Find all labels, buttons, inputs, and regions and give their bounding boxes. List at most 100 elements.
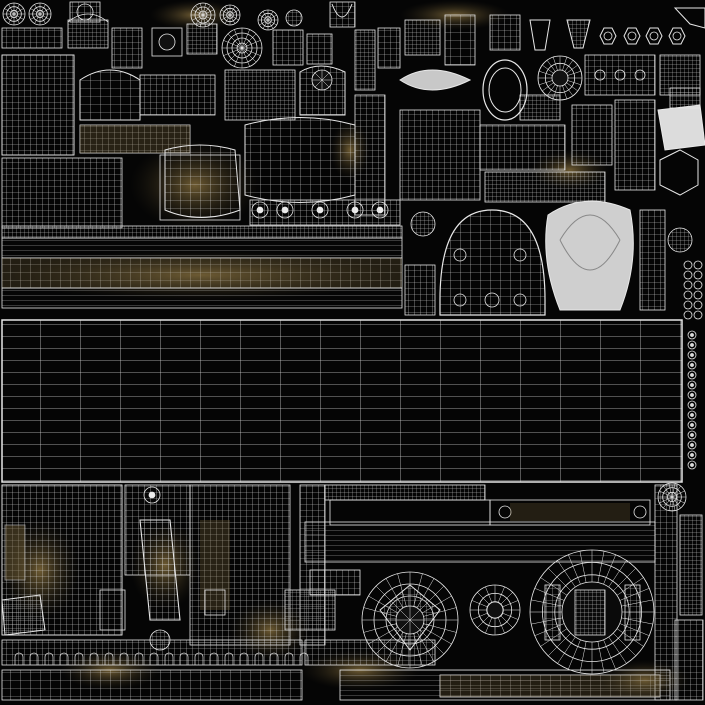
uv-island-78 xyxy=(683,300,693,310)
uv-island-11 xyxy=(272,29,304,66)
uv-spoke xyxy=(241,47,257,63)
uv-seam xyxy=(559,239,621,271)
uv-island-93 xyxy=(687,380,697,390)
uv-island-75 xyxy=(693,280,703,290)
uv-spoke xyxy=(234,29,243,49)
uv-island-13 xyxy=(329,1,356,28)
uv-panel-border xyxy=(1,319,683,483)
uv-island-22 xyxy=(649,31,659,41)
uv-island xyxy=(545,200,634,311)
uv-island xyxy=(399,69,472,91)
uv-seam xyxy=(559,214,621,241)
uv-island-118 xyxy=(99,589,126,631)
uv-island-123 xyxy=(324,484,486,501)
uv-spoke xyxy=(668,496,673,511)
uv-spoke xyxy=(399,609,411,621)
uv-island-127 xyxy=(498,505,512,519)
uv-island-83 xyxy=(687,330,697,340)
uv-island-10 xyxy=(186,23,218,55)
uv-island-66 xyxy=(484,292,500,308)
uv-island-47 xyxy=(594,69,606,81)
uv-spoke xyxy=(227,47,243,63)
uv-island-140 xyxy=(439,674,661,698)
uv-tooth xyxy=(224,652,234,665)
uv-spoke xyxy=(267,19,277,26)
uv-island-117 xyxy=(204,589,226,616)
uv-spoke xyxy=(267,11,274,21)
uv-spoke xyxy=(262,19,269,29)
uv-island xyxy=(657,104,705,151)
uv-spoke xyxy=(13,8,24,15)
uv-spoke xyxy=(671,496,685,504)
uv-island-137 xyxy=(674,619,704,701)
uv-island-120 xyxy=(1,639,303,666)
uv-island-98 xyxy=(690,403,694,407)
uv-island-87 xyxy=(687,350,697,360)
uv-island-58 xyxy=(1,237,403,259)
uv-spoke xyxy=(314,79,323,88)
uv-tooth xyxy=(104,652,114,665)
uv-island-31 xyxy=(399,109,481,201)
uv-island-105 xyxy=(687,440,697,450)
uv-island-101 xyxy=(687,420,697,430)
uv-island-6 xyxy=(111,27,143,69)
uv-spoke xyxy=(192,9,204,16)
uv-tooth xyxy=(134,652,144,665)
uv-tooth xyxy=(119,652,129,665)
uv-island-32 xyxy=(1,157,123,229)
uv-island-57 xyxy=(1,225,403,239)
uv-tooth xyxy=(239,652,249,665)
uv-island-116 xyxy=(189,484,291,646)
uv-spoke xyxy=(259,19,269,26)
uv-island-92 xyxy=(690,373,694,377)
uv-island-19 xyxy=(489,14,521,51)
uv-island-20 xyxy=(603,31,613,41)
uv-island-27 xyxy=(139,74,216,116)
uv-spoke xyxy=(202,14,211,25)
uv-island-61 xyxy=(404,264,436,316)
uv-island-121 xyxy=(1,669,303,701)
uv-island-95 xyxy=(687,390,697,400)
uv-tooth xyxy=(179,652,189,665)
uv-spoke xyxy=(267,14,277,21)
uv-tooth xyxy=(194,652,204,665)
uv-island-138 xyxy=(304,639,436,666)
uv-island-90 xyxy=(690,363,694,367)
uv-spoke xyxy=(399,619,411,631)
uv-spoke xyxy=(262,11,269,21)
uv-island-65 xyxy=(513,248,527,262)
uv-island xyxy=(659,149,699,196)
uv-island-84 xyxy=(690,333,694,337)
uv-spoke xyxy=(34,13,41,24)
uv-spoke xyxy=(4,13,15,20)
uv-island-23 xyxy=(672,31,682,41)
uv-island-52 xyxy=(479,124,566,171)
uv-island-53 xyxy=(571,104,613,166)
uv-island-24 xyxy=(1,54,75,156)
uv-island xyxy=(164,144,241,218)
uv-spoke xyxy=(223,40,243,49)
uv-island-132 xyxy=(574,589,606,636)
uv-island-1 xyxy=(69,1,101,23)
uv-spoke xyxy=(221,9,231,16)
uv-island-68 xyxy=(639,209,666,311)
uv-tooth xyxy=(29,652,39,665)
uv-spoke xyxy=(229,14,239,21)
uv-island-134 xyxy=(624,584,641,641)
uv-island-16 xyxy=(377,27,401,69)
uv-island-33 xyxy=(159,154,241,221)
uv-spoke xyxy=(234,47,243,67)
uv-island-48 xyxy=(614,69,626,81)
uv-tooth xyxy=(209,652,219,665)
uv-island-51 xyxy=(519,94,561,121)
uv-spoke xyxy=(663,496,673,509)
uv-island-70 xyxy=(683,260,693,270)
uv-spoke xyxy=(229,6,236,16)
uv-island xyxy=(79,69,141,121)
uv-spoke xyxy=(659,490,673,498)
uv-spoke xyxy=(321,79,330,88)
uv-spoke xyxy=(409,619,421,631)
uv-island-59 xyxy=(1,257,403,289)
uv-island-62 xyxy=(453,293,467,307)
uv-spoke xyxy=(8,13,15,24)
